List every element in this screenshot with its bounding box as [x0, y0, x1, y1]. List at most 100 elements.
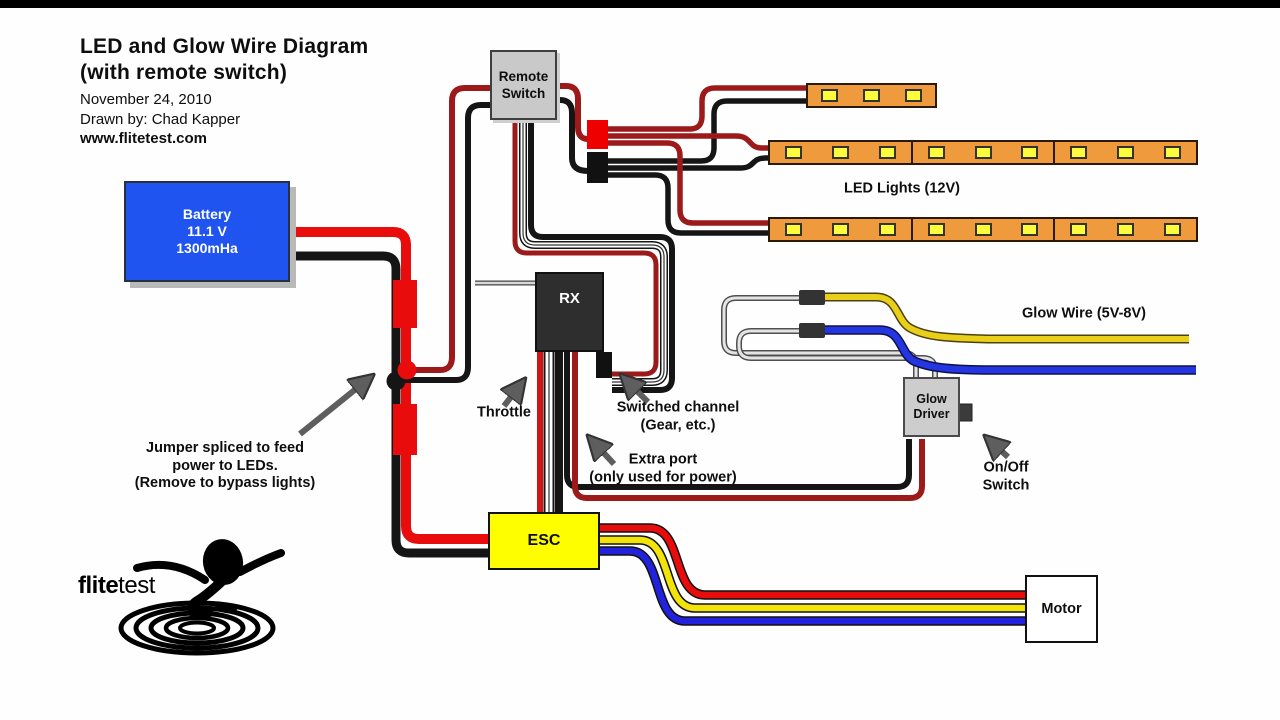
- led-chip: [1164, 223, 1182, 236]
- extra-port-label: Extra port (only used for power): [589, 452, 736, 487]
- led-chip: [1070, 146, 1088, 159]
- remote-switch-positive-wire: [407, 85, 492, 373]
- jumper-note-line1: Jumper spliced to feed: [146, 439, 304, 456]
- remote-switch-box: Remote Switch: [490, 50, 557, 120]
- title-block: LED and Glow Wire Diagram (with remote s…: [80, 34, 500, 147]
- led-positive-connector: [587, 120, 608, 149]
- remote-switch-label: Remote Switch: [498, 69, 549, 101]
- strip-segment: [910, 142, 1054, 163]
- jumper-note-line2: power to LEDs.: [172, 457, 278, 474]
- glow-blue-wire: [823, 326, 1196, 374]
- main-power-wires: [290, 227, 490, 558]
- switched-channel-line1: Switched channel: [616, 399, 740, 416]
- battery-connector-1: [393, 280, 417, 328]
- rx-label: RX: [559, 289, 580, 307]
- bundle-servo-stripe: [522, 120, 665, 383]
- bundle-black-wire: [528, 120, 675, 393]
- strip2-negative-wire: [608, 155, 772, 171]
- switch-out-negative-wire: [555, 97, 589, 174]
- logo-figure: [133, 539, 285, 619]
- rx-gear-port-stub: [596, 352, 612, 378]
- glow-driver-box: Glow Driver: [903, 377, 960, 437]
- glow-lead2-wire: [737, 329, 937, 379]
- title-line-1: LED and Glow Wire Diagram: [80, 35, 369, 58]
- splice-positive-dot: [397, 360, 417, 380]
- remote-switch-supply-wires: [396, 85, 492, 383]
- led-chip: [862, 89, 880, 102]
- glow-lead1-wire: [722, 296, 918, 379]
- glow-blue-connector: [799, 323, 825, 338]
- led-chip: [974, 223, 992, 236]
- onoff-line1: On/Off: [983, 459, 1029, 476]
- flitetest-logo-figure: [118, 539, 285, 656]
- strip3-negative-wire: [608, 172, 772, 236]
- extra-port-wires: [564, 352, 925, 501]
- led-chip: [878, 223, 896, 236]
- battery-capacity: 1300mHa: [176, 240, 238, 256]
- glow-yellow-wire: [823, 294, 1189, 342]
- battery-label: Battery: [182, 206, 232, 222]
- onoff-switch-nub: [958, 403, 973, 422]
- strip-segment: [910, 219, 1054, 240]
- extra-port-line1: Extra port: [628, 451, 698, 468]
- throttle-arrow: [504, 380, 524, 408]
- motor-box: Motor: [1025, 575, 1098, 643]
- onoff-switch-label: On/Off Switch: [983, 460, 1030, 495]
- strip1-negative-wire: [608, 98, 810, 164]
- led-strip-small: [806, 83, 937, 108]
- motor-blue-wire: [600, 547, 1027, 625]
- led-chip: [927, 146, 945, 159]
- extra-port-arrow: [589, 437, 617, 467]
- date-text: November 24, 2010: [80, 91, 212, 108]
- title-line-2: (with remote switch): [80, 61, 288, 84]
- led-chip: [784, 223, 802, 236]
- led-strip-long-top: [768, 140, 1198, 165]
- strip-segment: [1053, 219, 1196, 240]
- extra-port-black-wire: [564, 352, 912, 490]
- switched-channel-label: Switched channel (Gear, etc.): [617, 400, 739, 435]
- strip-segment: [808, 85, 935, 106]
- led-lights-label: LED Lights (12V): [843, 180, 961, 197]
- strip2-positive-wire: [608, 133, 772, 151]
- battery-connector-2: [393, 404, 417, 455]
- led-chip: [905, 89, 923, 102]
- led-chip: [1117, 146, 1135, 159]
- glow-driver-leads: [721, 295, 938, 379]
- rx-box: RX: [535, 272, 604, 352]
- esc-label: ESC: [527, 532, 561, 549]
- onoff-arrow: [986, 437, 1008, 457]
- strip3-positive-wire: [608, 140, 772, 226]
- battery-voltage: 11.1 V: [187, 223, 227, 239]
- led-chip: [1021, 146, 1039, 159]
- esc-box: ESC: [488, 512, 600, 570]
- glow-driver-label: Glow Driver: [913, 392, 950, 421]
- led-chip: [831, 146, 849, 159]
- led-negative-connector: [587, 152, 608, 183]
- led-chip: [831, 223, 849, 236]
- led-strip-long-bottom: [768, 217, 1198, 242]
- motor-label: Motor: [1041, 601, 1082, 617]
- strip1-positive-wire: [608, 85, 810, 132]
- glow-wire-label: Glow Wire (5V-8V): [1022, 305, 1146, 322]
- annotation-arrows: [298, 376, 1008, 467]
- battery-positive-wire: [290, 227, 490, 544]
- page-title: LED and Glow Wire Diagram (with remote s…: [80, 34, 500, 86]
- led-chip: [1117, 223, 1135, 236]
- glow-lead1-outline: [721, 295, 919, 379]
- logo-text-bold: flite: [78, 572, 119, 599]
- led-chip: [784, 146, 802, 159]
- website-text: www.flitetest.com: [80, 130, 207, 147]
- motor-yellow-wire: [600, 536, 1027, 612]
- switched-channel-arrow: [622, 376, 651, 405]
- led-chip: [1070, 223, 1088, 236]
- led-feed-wires: [608, 85, 810, 236]
- jumper-note-line3: (Remove to bypass lights): [134, 474, 316, 491]
- led-chip: [927, 223, 945, 236]
- throttle-label: Throttle: [477, 404, 531, 421]
- led-chip: [1164, 146, 1182, 159]
- extra-port-line2: (only used for power): [589, 469, 737, 485]
- motor-red-wire: [600, 524, 1027, 599]
- switch-to-connector-wires: [555, 83, 589, 174]
